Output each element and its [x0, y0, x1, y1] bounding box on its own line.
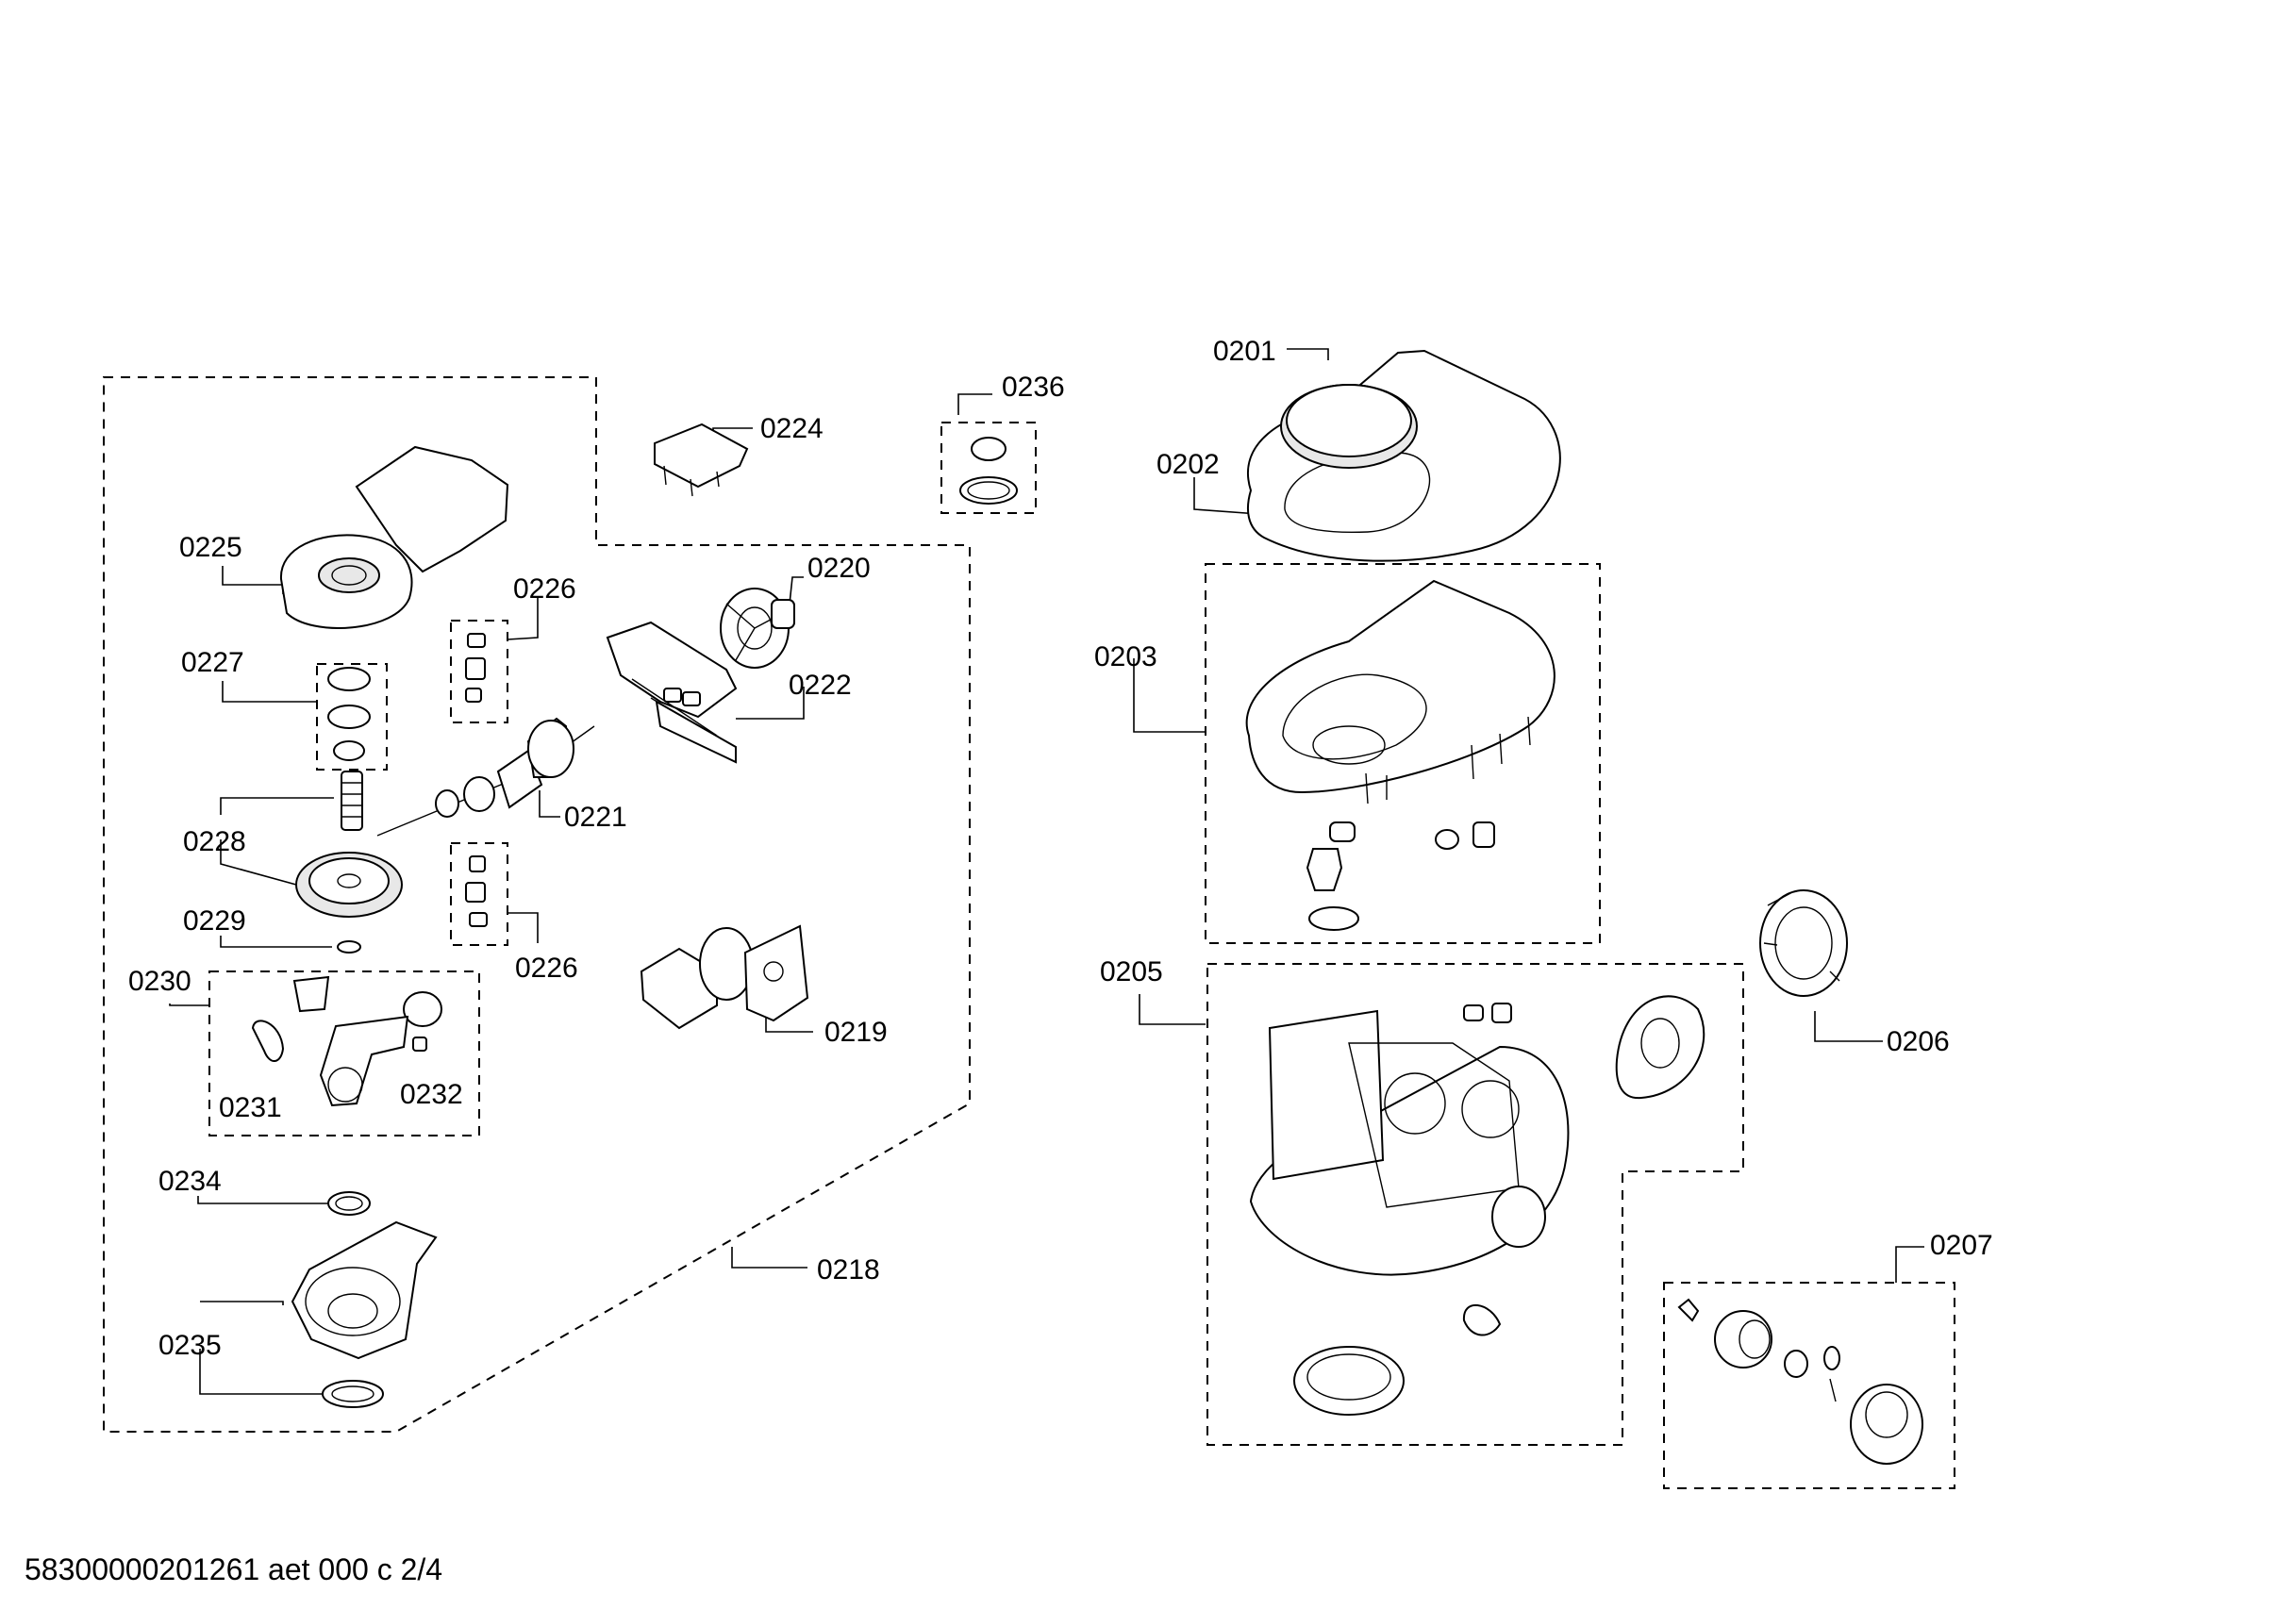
group-box-0226-bottom	[450, 842, 508, 946]
label-0232: 0232	[400, 1079, 463, 1110]
group-box-0227	[316, 663, 388, 771]
part-0219-electronics-module	[640, 924, 809, 1030]
label-0230: 0230	[128, 966, 191, 997]
part-0221-armature	[376, 717, 595, 837]
part-0229-gear-wheel	[295, 852, 403, 954]
group-box-0205	[1206, 963, 1744, 1446]
part-0236-seals	[959, 437, 1018, 505]
label-0225: 0225	[179, 532, 242, 563]
part-0205-housing	[1249, 995, 1705, 1416]
group-box-0218	[103, 376, 971, 1433]
part-0228-shaft	[341, 771, 363, 831]
label-0220: 0220	[807, 553, 871, 584]
label-0234: 0234	[158, 1166, 222, 1197]
label-0205: 0205	[1100, 956, 1163, 987]
group-box-0226-top	[450, 620, 508, 723]
part-0235-bowl-adapter	[291, 1220, 438, 1408]
label-0221: 0221	[564, 802, 627, 833]
group-box-0203	[1205, 563, 1601, 944]
group-box-0207	[1663, 1282, 1955, 1489]
label-0227: 0227	[181, 647, 244, 678]
label-0206: 0206	[1887, 1026, 1950, 1057]
label-0228: 0228	[183, 826, 246, 857]
part-0220-fan	[720, 588, 795, 669]
part-0222-field-coil	[606, 621, 738, 764]
part-0230-gear-set	[251, 975, 442, 1107]
label-0201: 0201	[1213, 336, 1276, 367]
label-0231: 0231	[219, 1092, 282, 1123]
label-0229: 0229	[183, 905, 246, 937]
label-0235: 0235	[158, 1330, 222, 1361]
label-0222: 0222	[789, 670, 852, 701]
part-0206-ring	[1759, 889, 1848, 997]
part-0201-cover	[1247, 349, 1561, 562]
part-0224-bracket	[654, 423, 749, 497]
group-box-0230	[208, 970, 480, 1136]
label-0219: 0219	[824, 1017, 888, 1048]
label-0226-bottom: 0226	[515, 953, 578, 984]
part-0207-knob-assembly	[1677, 1298, 1923, 1465]
part-labels: 0201 0202 0203 0205 0206 0207 0218 0219 …	[128, 336, 1993, 1361]
label-0226-top: 0226	[513, 573, 576, 605]
part-0226-brushes-bottom	[465, 855, 488, 927]
part-0225-gearbox-housing	[279, 445, 509, 629]
label-0203: 0203	[1094, 641, 1157, 672]
document-code: 58300000201261 aet 000 c 2/4	[25, 1552, 443, 1586]
part-0227-bearings	[327, 667, 371, 761]
label-0218: 0218	[817, 1254, 880, 1286]
label-0207: 0207	[1930, 1230, 1993, 1261]
group-box-0236	[940, 422, 1037, 514]
part-0203-base-plate	[1245, 579, 1556, 931]
label-0202: 0202	[1156, 449, 1220, 480]
label-0224: 0224	[760, 413, 824, 444]
part-0226-brushes-top	[465, 633, 486, 703]
label-0236: 0236	[1002, 372, 1065, 403]
part-0234-ring	[327, 1191, 371, 1216]
